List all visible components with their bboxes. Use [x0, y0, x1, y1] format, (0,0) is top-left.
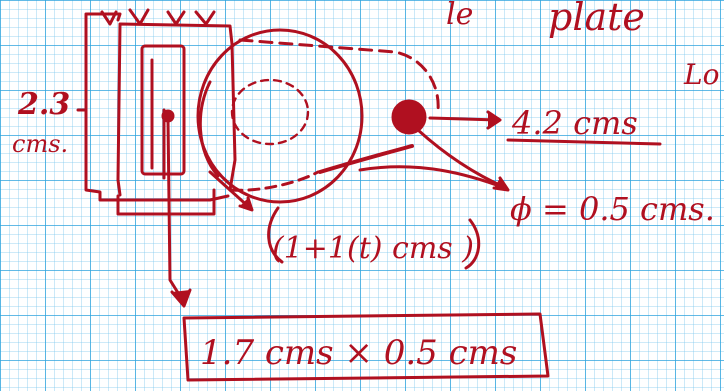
pivot-dot: [391, 99, 427, 135]
arrow-to-diameter: [416, 128, 508, 190]
flange-arc: [198, 80, 220, 178]
arrow-to-lower-dim-head: [238, 196, 254, 212]
header-fragment-plate: plate: [548, 0, 645, 39]
lower-dimension-label: (1+1(t) cms ): [272, 231, 474, 266]
lower-dim-paren-left: [267, 206, 284, 264]
round-flange: [196, 28, 364, 204]
leader-to-bottom-box: [166, 118, 182, 298]
header-fragment-lo: Lo: [683, 58, 719, 91]
left-dimension-unit: cms.: [12, 130, 68, 158]
ink-drawing: [76, 8, 662, 382]
link-arm-lower: [318, 144, 414, 174]
bottom-box-label: 1.7 cms × 0.5 cms: [200, 333, 517, 373]
arrow-to-lower-dim: [208, 170, 252, 210]
lower-dim-paren-right: [464, 218, 481, 270]
block-base: [116, 188, 216, 216]
leader-arrow-head: [170, 288, 192, 308]
left-dimension-value: 2.3: [17, 87, 70, 122]
link-arm-dashed-lower: [230, 170, 320, 192]
header-fragment-le: le: [446, 0, 473, 32]
diameter-label: ϕ = 0.5 cms.: [510, 190, 715, 228]
arrow-to-length-head: [486, 110, 502, 130]
inner-slot-lines: [150, 58, 166, 180]
outer-housing: [84, 12, 230, 202]
right-dimension-label: 4.2 cms: [511, 104, 638, 142]
inner-bore: [230, 78, 310, 146]
dashed-link-top: [238, 38, 440, 112]
bottom-box: [182, 312, 550, 382]
length-underline: [506, 138, 662, 146]
main-block: [116, 22, 237, 197]
arrow-to-length: [428, 116, 500, 122]
arm-to-diameter: [358, 165, 507, 190]
